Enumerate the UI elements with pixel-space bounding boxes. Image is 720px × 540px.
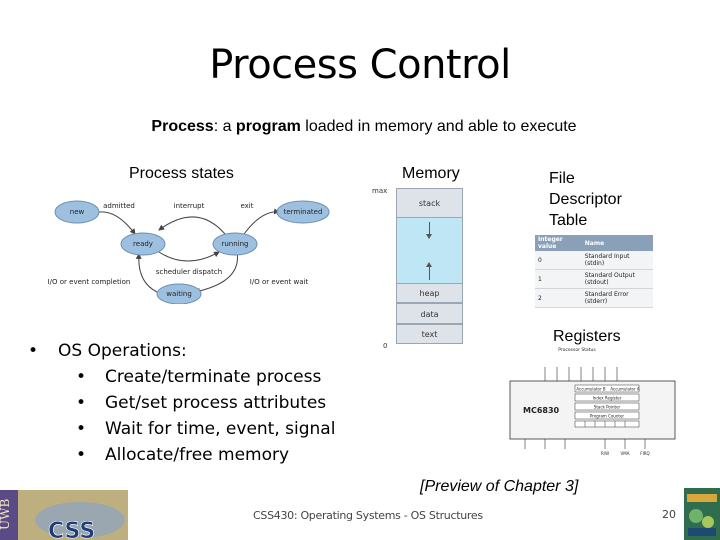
table-row: 0 Standard Input (stdin) <box>535 251 653 270</box>
memory-heap: heap <box>396 283 463 303</box>
svg-text:UWB: UWB <box>0 499 12 530</box>
state-label-ready: ready <box>133 240 153 248</box>
reg-index: Index Register <box>593 396 622 401</box>
state-label-terminated: terminated <box>284 208 323 216</box>
list-item-text: Wait for time, event, signal <box>105 419 336 439</box>
state-label-waiting: waiting <box>166 290 192 298</box>
book-cover-image <box>684 488 720 540</box>
state-waiting <box>156 283 202 304</box>
registers-top-label: Processor Status <box>558 347 596 353</box>
transition-interrupt: interrupt <box>174 202 205 210</box>
chapter-preview-note: [Preview of Chapter 3] <box>420 478 579 495</box>
fd-label-line-1: File <box>549 170 575 187</box>
list-item: •OS Operations: <box>28 338 335 364</box>
fd-cell: 0 <box>535 251 582 270</box>
list-item: •Get/set process attributes <box>28 390 335 416</box>
reg-acc-b: Accumulator B <box>576 387 606 392</box>
memory-max-label: max <box>372 187 388 195</box>
list-item-text: OS Operations: <box>58 341 187 361</box>
transition-dispatch: scheduler dispatch <box>156 268 222 276</box>
fd-header-integer: Integer value <box>535 235 582 251</box>
os-operations-list: •OS Operations: •Create/terminate proces… <box>28 338 335 468</box>
memory-free-space <box>396 218 463 283</box>
fd-cell: Standard Input (stdin) <box>581 251 653 270</box>
reg-acc-a: Accumulator A <box>610 387 640 392</box>
memory-layout: max 0 stack heap data text <box>370 185 475 350</box>
page-number: 20 <box>662 508 676 521</box>
uwb-css-logo: UWB CSS <box>0 490 128 540</box>
transition-exit: exit <box>240 202 253 210</box>
process-states-label: Process states <box>129 165 234 182</box>
memory-text: text <box>396 324 463 344</box>
slide-subtitle: Process: a program loaded in memory and … <box>0 118 720 136</box>
fd-cell: Standard Error (stderr) <box>581 288 653 308</box>
reg-program-counter: Program Counter <box>590 414 624 419</box>
subtitle-text-b: loaded in memory and able to execute <box>300 118 577 135</box>
process-state-diagram: new ready running terminated waiting adm… <box>48 200 330 304</box>
transition-admitted: admitted <box>103 202 135 210</box>
list-item: •Allocate/free memory <box>28 442 335 468</box>
fd-table-header: Integer value Name <box>535 235 653 251</box>
state-label-running: running <box>221 240 248 248</box>
state-ready <box>120 232 166 256</box>
transition-io-wait: I/O or event wait <box>250 278 309 286</box>
fd-cell: Standard Output (stdout) <box>581 269 653 289</box>
table-row: 2 Standard Error (stderr) <box>535 288 653 308</box>
reg-bottom-rw: R/W <box>601 451 609 456</box>
memory-zero-label: 0 <box>383 342 388 350</box>
subtitle-process: Process <box>151 118 214 135</box>
memory-stack: stack <box>396 188 463 218</box>
subtitle-text-a: : a <box>213 118 236 135</box>
fd-table: Integer value Name 0 Standard Input (std… <box>535 235 653 308</box>
transition-io-completion: I/O or event completion <box>48 278 131 286</box>
list-item-text: Allocate/free memory <box>105 445 290 465</box>
fd-cell: 2 <box>535 288 582 308</box>
fd-cell: 1 <box>535 269 582 289</box>
reg-stack-pointer: Stack Pointer <box>594 405 621 410</box>
reg-bottom-vma: VMA <box>621 451 630 456</box>
state-running <box>212 232 258 256</box>
state-terminated <box>276 200 330 224</box>
list-item: •Create/terminate process <box>28 364 335 390</box>
footer-course: CSS430: Operating Systems - OS Structure… <box>253 509 483 522</box>
registers-diagram: Processor Status MC6830 Accumulator B Ac… <box>509 347 676 456</box>
state-label-new: new <box>70 208 85 216</box>
fd-label-line-2: Descriptor <box>549 191 622 208</box>
svg-text:CSS: CSS <box>48 519 95 540</box>
subtitle-program: program <box>235 118 301 135</box>
registers-label: Registers <box>553 328 621 345</box>
state-new <box>54 200 100 224</box>
list-item-text: Create/terminate process <box>105 367 322 387</box>
fd-header-name: Name <box>581 235 653 251</box>
fd-label-line-3: Table <box>549 212 588 229</box>
memory-label: Memory <box>402 165 460 182</box>
chip-label: MC6830 <box>523 406 560 415</box>
reg-bottom-firq: FIRQ <box>640 451 649 456</box>
fd-table-label: File Descriptor Table <box>549 168 622 231</box>
list-item: •Wait for time, event, signal <box>28 416 335 442</box>
list-item-text: Get/set process attributes <box>105 393 327 413</box>
memory-data: data <box>396 303 463 324</box>
table-row: 1 Standard Output (stdout) <box>535 269 653 289</box>
slide-title: Process Control <box>209 42 511 88</box>
